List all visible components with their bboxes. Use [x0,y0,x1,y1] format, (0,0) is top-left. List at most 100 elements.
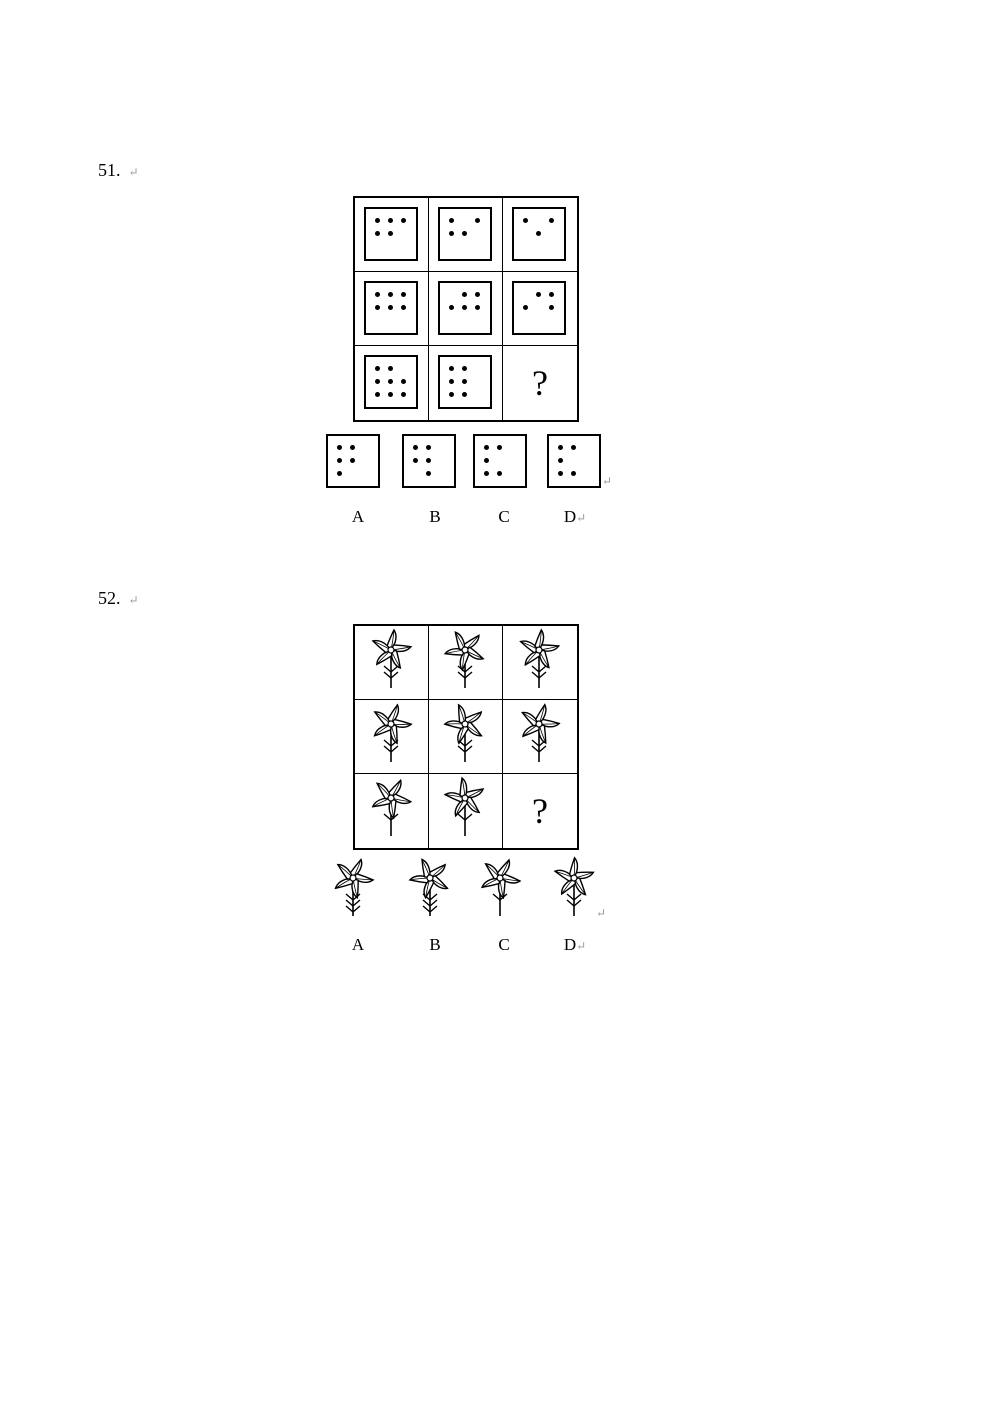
dot [523,305,528,310]
dot [388,231,393,236]
option-c-box[interactable] [473,434,527,488]
dot [523,218,528,223]
grid-cell [503,198,577,272]
return-mark: ↵ [576,939,587,953]
option-label: A [351,935,365,954]
question-52-grid: ? [353,624,579,850]
option-label: B [429,507,441,526]
dot [571,471,576,476]
grid-cell [503,272,577,346]
dot [558,445,563,450]
grid-cell [355,272,429,346]
return-mark: ↵ [576,511,587,525]
dot [401,305,406,310]
grid-cell [355,346,429,420]
pinwheel-flower-icon [503,626,577,700]
pinwheel-flower-icon [429,626,503,700]
dot [401,379,406,384]
pinwheel-flower-icon [355,626,429,700]
grid-cell [429,626,503,700]
dot [375,231,380,236]
dot-box [364,207,418,261]
option-label: D↵ [563,507,587,526]
dot [388,366,393,371]
option-label: A [351,507,365,526]
dot [426,471,431,476]
dot [462,292,467,297]
dot [375,366,380,371]
question-51-number: 51.↵ [98,160,139,180]
dot [536,292,541,297]
dot-box [512,207,566,261]
dot [449,218,454,223]
dot-box [364,281,418,335]
dot [462,231,467,236]
return-mark: ↵ [128,165,139,179]
dot [549,292,554,297]
dot [388,392,393,397]
option-d-pinwheel-flower-icon[interactable] [544,852,604,922]
option-label: B [429,935,441,954]
return-mark: ↵ [128,593,139,607]
option-a-box[interactable] [326,434,380,488]
dot [401,392,406,397]
dot [449,366,454,371]
option-c-pinwheel-flower-icon[interactable] [470,852,530,922]
dot [462,305,467,310]
dot [497,471,502,476]
option-b-box[interactable] [402,434,456,488]
dot [475,305,480,310]
grid-cell [503,626,577,700]
pinwheel-flower-icon [355,700,429,774]
dot [426,458,431,463]
return-mark: ↵ [602,474,613,488]
option-b-pinwheel-flower-icon[interactable] [400,852,460,922]
grid-cell [429,700,503,774]
dot-box [438,355,492,409]
dot [484,471,489,476]
pinwheel-flower-icon [429,774,503,848]
dot [497,445,502,450]
dot [375,218,380,223]
dot [413,458,418,463]
grid-cell [429,198,503,272]
grid-cell [355,626,429,700]
dot [449,379,454,384]
dot [549,305,554,310]
dot [449,231,454,236]
grid-cell [429,346,503,420]
grid-cell [429,272,503,346]
option-label: D↵ [563,935,587,954]
grid-cell [355,774,429,848]
dot [337,471,342,476]
dot [462,366,467,371]
question-mark: ? [532,363,548,403]
dot [350,445,355,450]
dot [337,445,342,450]
dot [462,379,467,384]
pinwheel-flower-icon [503,700,577,774]
dot [475,292,480,297]
dot [484,458,489,463]
grid-cell [503,700,577,774]
dot-box [364,355,418,409]
dot [571,445,576,450]
dot [375,292,380,297]
dot-box [438,281,492,335]
dot [549,218,554,223]
question-52-number: 52.↵ [98,588,139,608]
dot-box [512,281,566,335]
dot [449,305,454,310]
option-label: C [498,507,510,526]
dot [401,292,406,297]
grid-cell [355,700,429,774]
dot [426,445,431,450]
dot [337,458,342,463]
dot [484,445,489,450]
grid-cell: ? [503,346,577,420]
dot [375,305,380,310]
option-d-box[interactable] [547,434,601,488]
dot [350,458,355,463]
option-a-pinwheel-flower-icon[interactable] [323,852,383,922]
dot [536,231,541,236]
